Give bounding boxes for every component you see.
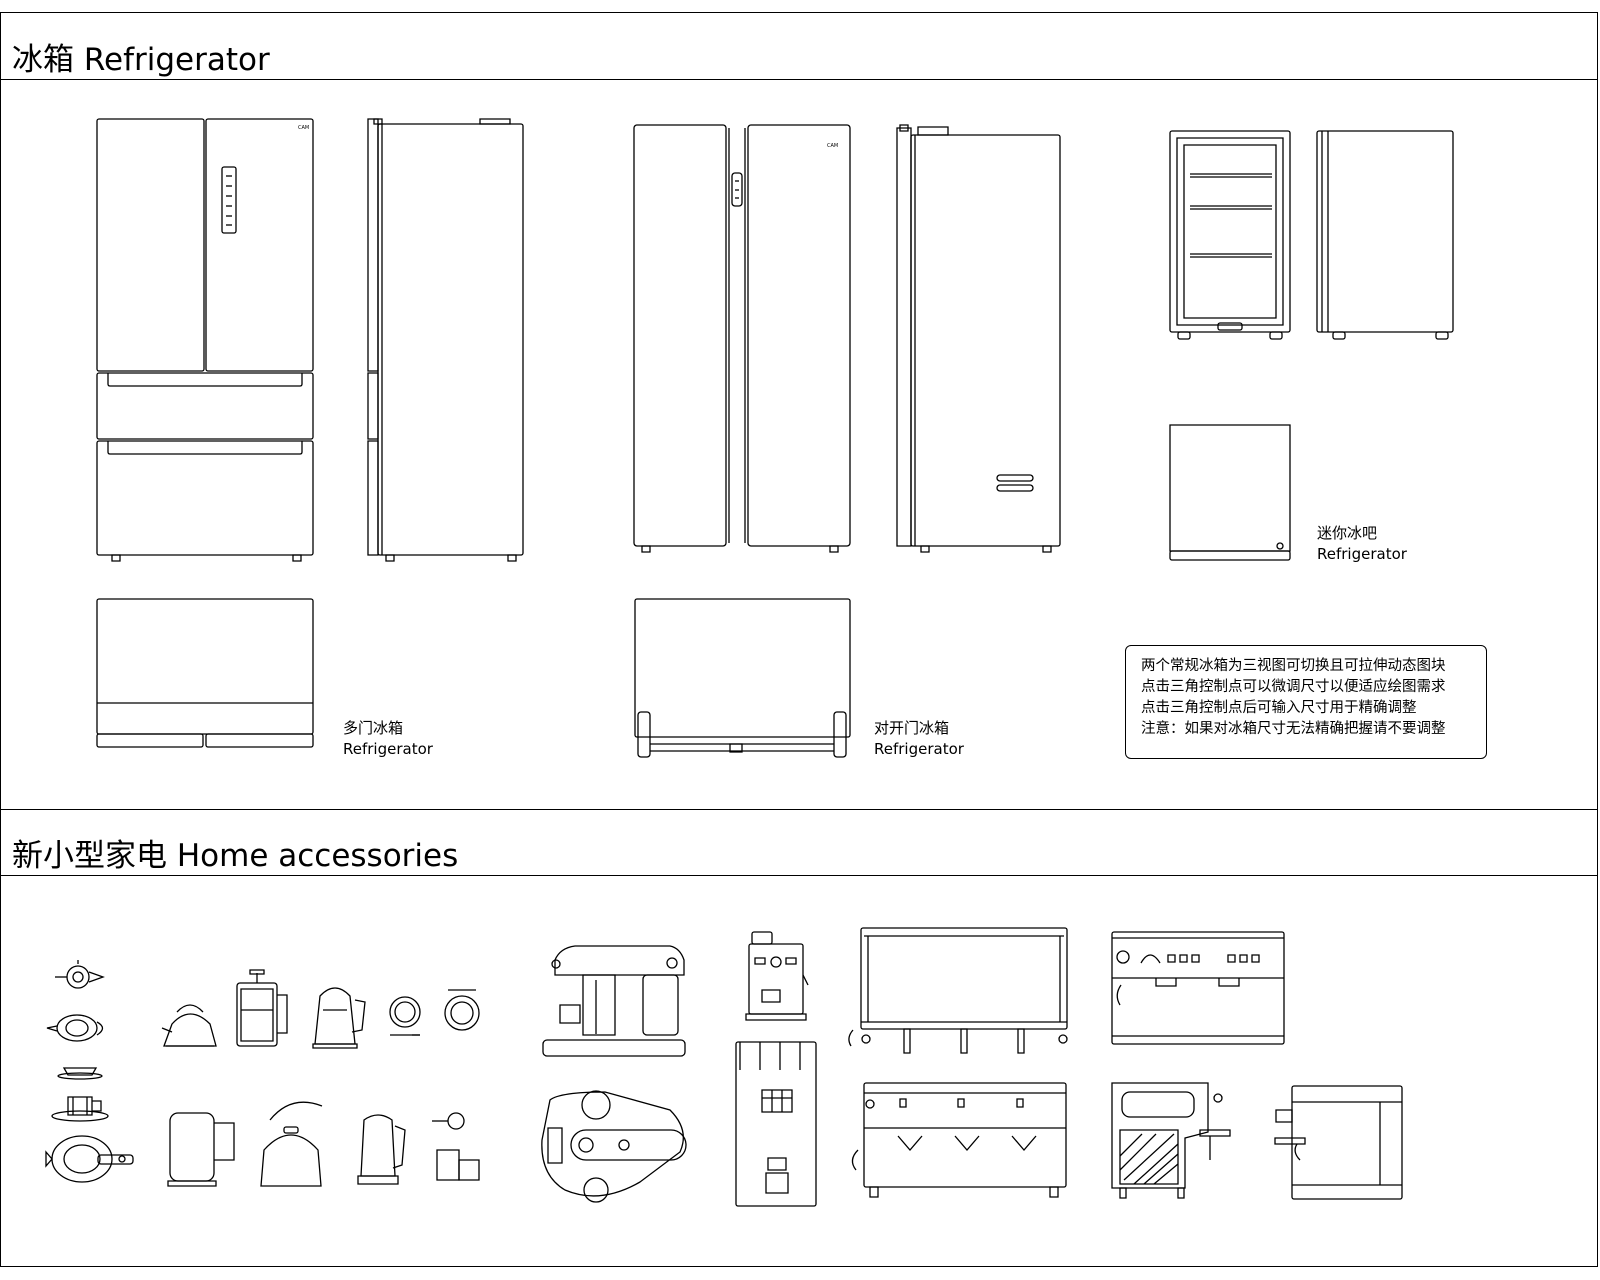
mini-fridge-top [1170,425,1290,560]
label-en: Refrigerator [874,740,964,758]
note-line: 点击三角控制点可以微调尺寸以便适应绘图需求 [1141,679,1446,695]
divider [1,875,1597,876]
teakettle-icon [261,1102,322,1186]
side-by-side-fridge-side [897,125,1060,552]
label-multi-door-fridge: 多门冰箱 Refrigerator [343,718,433,760]
cup-saucer-icon [58,1068,102,1079]
pitcher-icon [47,1015,103,1041]
section-title-home-accessories: 新小型家电 Home accessories [12,838,459,874]
stovetop-kettle-icon [162,1005,216,1046]
coffee-machine-top-view [542,1091,686,1202]
side-by-side-fridge-front: CAM [634,125,850,552]
brand-mark: CAM [298,125,309,131]
divider [1,809,1597,810]
cup-top-view [445,990,479,1030]
label-en: Refrigerator [1317,545,1407,563]
drawing-sheet [0,12,1598,1267]
display-counter-icon [849,928,1067,1053]
stand-mixer-icon [543,946,685,1056]
label-cn: 迷你冰吧 [1317,524,1378,542]
multi-door-fridge-side [368,119,523,561]
label-en: Refrigerator [343,740,433,758]
kettle-top-view [46,1136,133,1182]
mini-fridge-front [1170,131,1290,339]
bean-to-cup-machine-icon [736,1042,816,1206]
instruction-note: 两个常规冰箱为三视图可切换且可拉伸动态图块 点击三角控制点可以微调尺寸以便适应绘… [1125,645,1487,759]
mini-fridge-side [1317,131,1453,339]
note-line: 两个常规冰箱为三视图可切换且可拉伸动态图块 [1141,658,1446,674]
teapot-top-view [55,960,103,988]
label-mini-fridge: 迷你冰吧 Refrigerator [1317,523,1407,565]
electric-kettle-icon [313,988,365,1048]
label-cn: 多门冰箱 [343,719,404,737]
espresso-machine-front-icon [1112,932,1284,1044]
cup-saucer-icon [432,1113,479,1180]
french-press-icon [237,970,287,1046]
multi-door-fridge-front: CAM [97,119,313,561]
electric-kettle-icon [168,1113,234,1186]
electric-kettle-icon [358,1115,405,1184]
compact-espresso-icon [1275,1086,1402,1199]
multi-door-fridge-top [97,599,313,747]
note-line: 注意：如果对冰箱尺寸无法精确把握请不要调整 [1141,721,1446,737]
cup-top-view [390,997,420,1035]
side-by-side-fridge-top [635,599,850,757]
section-title-refrigerator: 冰箱 Refrigerator [12,42,270,78]
commercial-espresso-icon [852,1083,1066,1197]
cup-saucer-icon [52,1097,108,1121]
espresso-machine-icon [746,932,808,1020]
label-cn: 对开门冰箱 [874,719,950,737]
label-side-by-side-fridge: 对开门冰箱 Refrigerator [874,718,964,760]
divider [1,79,1597,80]
note-line: 点击三角控制点后可输入尺寸用于精确调整 [1141,700,1417,716]
brand-mark: CAM [827,143,838,149]
espresso-machine-side-icon [1112,1083,1230,1198]
